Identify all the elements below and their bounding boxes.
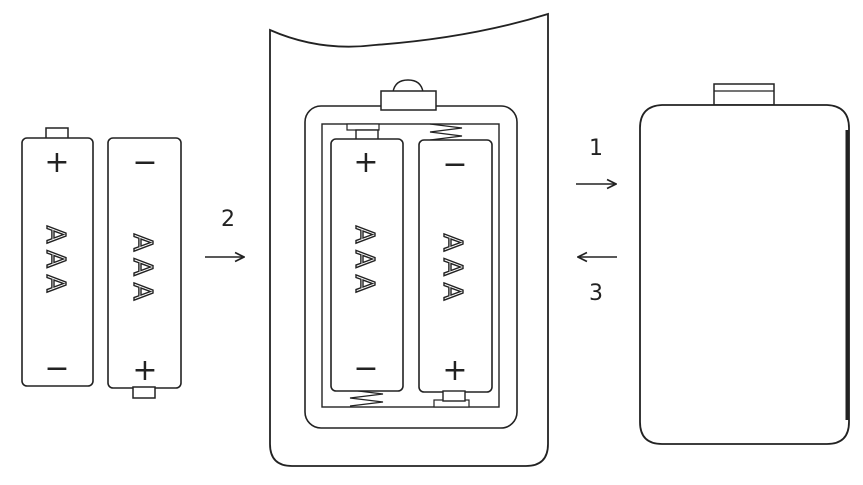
- installed-battery-2: − AAA +: [418, 139, 493, 402]
- installed-battery-2-bottom-sign: +: [442, 353, 467, 388]
- step-2: 2: [205, 207, 244, 257]
- step-1: 1: [576, 136, 616, 184]
- loose-battery-1: + AAA −: [21, 127, 94, 387]
- step-2-number: 2: [221, 207, 235, 232]
- remote-body: [269, 12, 549, 467]
- battery-cover: [639, 83, 850, 445]
- loose-battery-2-top-sign: −: [132, 145, 157, 180]
- installed-battery-1-bottom-sign: −: [353, 351, 378, 386]
- step-3: 3: [578, 257, 617, 306]
- installed-battery-2-top-sign: −: [442, 147, 467, 182]
- loose-battery-1-top-sign: +: [44, 145, 69, 180]
- loose-battery-2-label: AAA: [127, 234, 157, 307]
- latch-tab: [380, 90, 437, 111]
- loose-battery-1-bottom-sign: −: [44, 351, 69, 386]
- step-1-number: 1: [589, 136, 603, 161]
- installed-battery-1: + AAA −: [330, 129, 404, 392]
- installed-battery-1-label: AAA: [349, 226, 379, 299]
- loose-battery-1-label: AAA: [40, 226, 70, 299]
- loose-battery-2: − AAA +: [107, 137, 182, 399]
- loose-battery-2-bottom-sign: +: [132, 353, 157, 388]
- installed-battery-2-label: AAA: [437, 234, 467, 307]
- installed-battery-1-top-sign: +: [353, 145, 378, 180]
- step-3-number: 3: [589, 281, 603, 306]
